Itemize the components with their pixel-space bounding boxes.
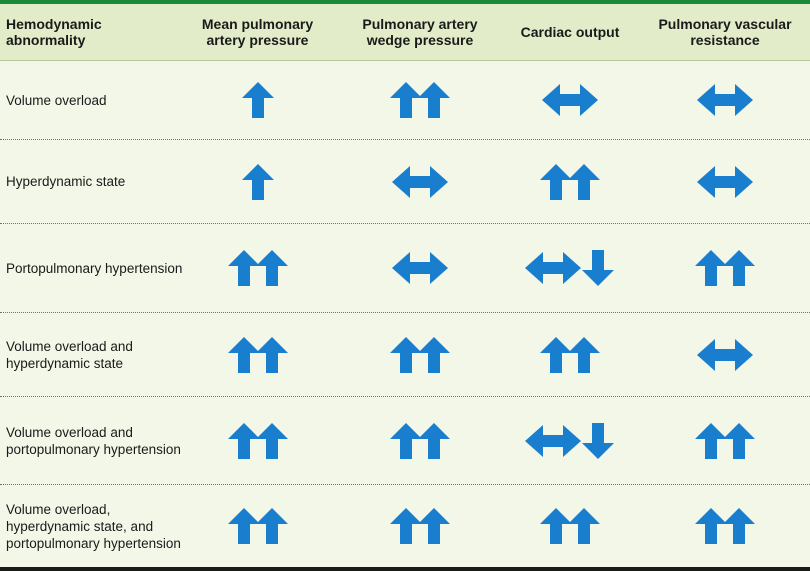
table-row: Volume overload, hyperdynamic state, and… bbox=[0, 485, 810, 567]
arrow-cell bbox=[500, 140, 640, 223]
double-up-arrow-icon bbox=[390, 422, 450, 459]
both-arrow-icon bbox=[697, 84, 753, 116]
bottom-rule bbox=[0, 567, 810, 571]
double-up-arrow-icon bbox=[695, 508, 755, 544]
double-up-arrow-icon bbox=[227, 508, 288, 544]
double-up-arrow-icon bbox=[227, 250, 288, 286]
arrow-cell bbox=[185, 61, 330, 139]
header-hemodynamic-abnormality: Hemodynamic abnormality bbox=[6, 16, 102, 48]
double-up-arrow-icon bbox=[540, 508, 600, 544]
arrow-cell bbox=[655, 224, 795, 312]
arrow-cell bbox=[655, 313, 795, 396]
header-pulmonary-artery-wedge-pressure: Pulmonary artery wedge pressure bbox=[362, 16, 478, 48]
up-arrow-icon bbox=[241, 82, 274, 118]
arrow-cell bbox=[345, 224, 495, 312]
arrow-cell bbox=[500, 61, 640, 139]
both-arrow-icon bbox=[697, 338, 753, 371]
both-arrow-icon bbox=[542, 84, 598, 116]
arrow-cell bbox=[345, 485, 495, 567]
both-arrow-icon bbox=[392, 165, 448, 198]
arrow-cell bbox=[345, 61, 495, 139]
double-up-arrow-icon bbox=[540, 336, 600, 373]
row-label: Volume overload and hyperdynamic state bbox=[6, 338, 133, 371]
double-up-arrow-icon bbox=[695, 250, 755, 286]
double-up-arrow-icon bbox=[540, 163, 600, 200]
table-row: Volume overload bbox=[0, 61, 810, 140]
row-label: Volume overload and portopulmonary hyper… bbox=[6, 424, 181, 457]
arrow-cell bbox=[185, 313, 330, 396]
row-label: Volume overload, hyperdynamic state, and… bbox=[6, 501, 181, 551]
arrow-cell bbox=[655, 485, 795, 567]
both-arrow-icon bbox=[392, 252, 448, 284]
arrow-cell bbox=[185, 140, 330, 223]
arrow-cell bbox=[185, 224, 330, 312]
double-up-arrow-icon bbox=[227, 422, 288, 459]
arrow-cell bbox=[655, 140, 795, 223]
arrow-cell bbox=[500, 313, 640, 396]
arrow-cell bbox=[500, 397, 640, 484]
table-row: Volume overload and hyperdynamic state bbox=[0, 313, 810, 397]
top-accent-bar bbox=[0, 0, 810, 4]
double-up-arrow-icon bbox=[390, 336, 450, 373]
double-up-arrow-icon bbox=[390, 508, 450, 544]
arrow-cell bbox=[345, 313, 495, 396]
header-pulmonary-vascular-resistance: Pulmonary vascular resistance bbox=[658, 16, 792, 48]
double-up-arrow-icon bbox=[390, 82, 450, 118]
arrow-cell bbox=[345, 397, 495, 484]
double-up-arrow-icon bbox=[227, 336, 288, 373]
table-header: Hemodynamic abnormality Mean pulmonary a… bbox=[0, 4, 810, 61]
arrow-cell bbox=[345, 140, 495, 223]
both-arrow-icon bbox=[697, 165, 753, 198]
arrow-cell bbox=[500, 224, 640, 312]
arrow-cell bbox=[185, 485, 330, 567]
arrow-cell bbox=[500, 485, 640, 567]
arrow-cell bbox=[655, 397, 795, 484]
row-label: Hyperdynamic state bbox=[6, 174, 126, 189]
up-arrow-icon bbox=[241, 163, 274, 200]
table-row: Portopulmonary hypertension bbox=[0, 224, 810, 313]
table-row: Volume overload and portopulmonary hyper… bbox=[0, 397, 810, 485]
both-down-arrow-icon bbox=[525, 422, 614, 459]
both-down-arrow-icon bbox=[525, 250, 614, 286]
table-row: Hyperdynamic state bbox=[0, 140, 810, 224]
arrow-cell bbox=[655, 61, 795, 139]
header-cardiac-output: Cardiac output bbox=[520, 24, 620, 40]
row-label: Portopulmonary hypertension bbox=[6, 260, 183, 276]
row-label: Volume overload bbox=[6, 92, 107, 108]
arrow-cell bbox=[185, 397, 330, 484]
double-up-arrow-icon bbox=[695, 422, 755, 459]
header-mean-pulmonary-artery-pressure: Mean pulmonary artery pressure bbox=[201, 16, 314, 48]
